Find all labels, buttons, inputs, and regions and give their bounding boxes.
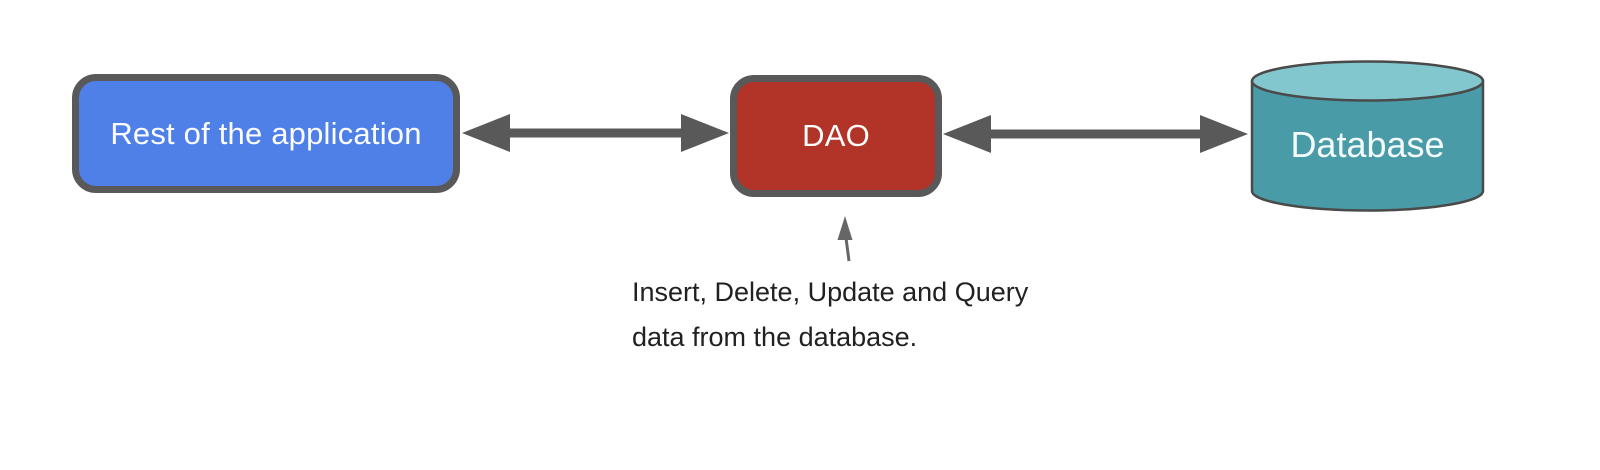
node-database-label: Database xyxy=(1252,100,1483,190)
double-arrow-app-dao-icon xyxy=(462,114,729,152)
double-arrow-dao-database-icon xyxy=(943,115,1248,153)
database-label-text: Database xyxy=(1290,124,1445,165)
database-cylinder-top xyxy=(1250,60,1485,102)
node-dao-label: DAO xyxy=(802,118,870,153)
dao-annotation: Insert, Delete, Update and Query data fr… xyxy=(632,270,1028,360)
database-cylinder-body xyxy=(1250,79,1485,212)
node-rest-of-application-label: Rest of the application xyxy=(110,115,422,151)
node-dao: DAO xyxy=(730,75,942,197)
annotation-line-2: data from the database. xyxy=(632,322,918,352)
annotation-line-1: Insert, Delete, Update and Query xyxy=(632,277,1029,307)
database-cylinder xyxy=(1250,60,1485,212)
node-rest-of-application: Rest of the application xyxy=(72,74,460,193)
annotation-up-arrow-icon xyxy=(837,216,853,262)
